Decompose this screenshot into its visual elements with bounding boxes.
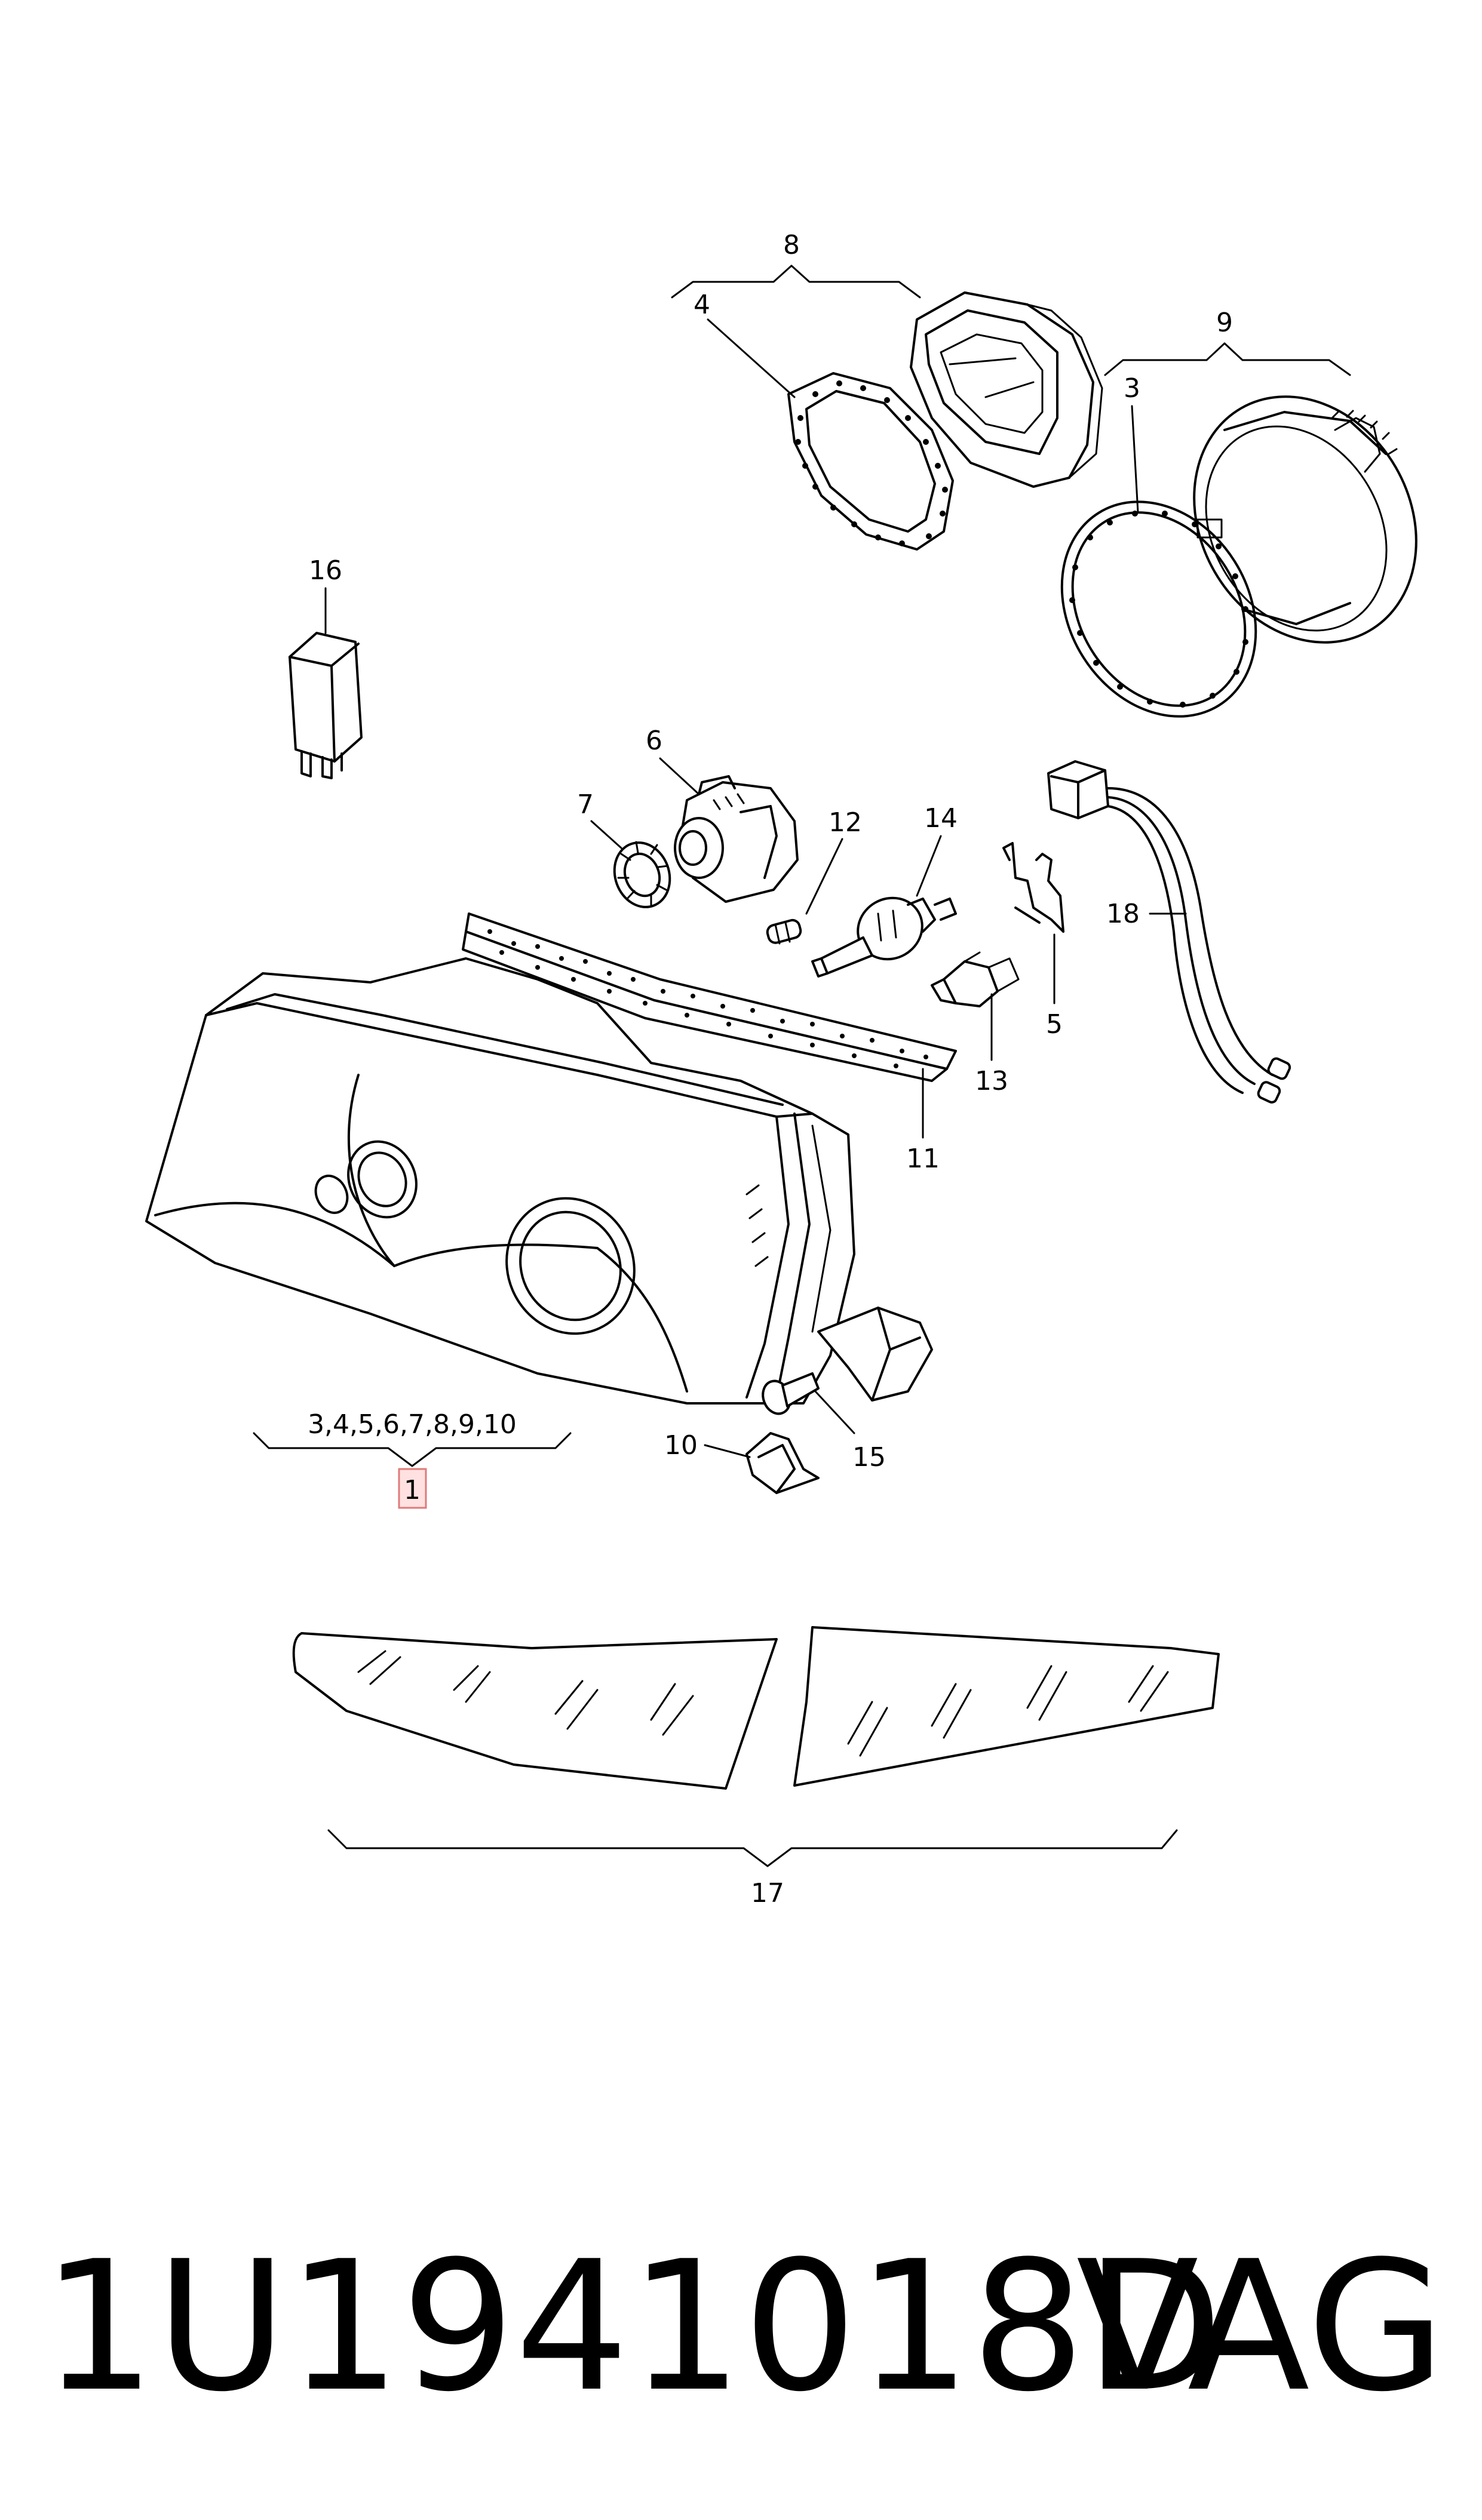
callout-14: 14 (924, 803, 958, 834)
part-8-housing (910, 291, 1103, 488)
callout-10: 10 (664, 1430, 698, 1461)
callout-17: 17 (751, 1878, 784, 1909)
callout-8: 8 (783, 230, 800, 260)
callout-3: 3 (1124, 373, 1140, 404)
part-4-gasket (787, 372, 954, 551)
callout-16: 16 (309, 555, 342, 586)
callout-1: 1 (404, 1475, 421, 1505)
part-13-side-bulb (931, 951, 1020, 1007)
footer-part-number: 1U1941018D (42, 2223, 1223, 2431)
leader-lines (253, 265, 1351, 1867)
part-14-main-bulb (811, 896, 957, 978)
part-5-wire-clip (1002, 842, 1064, 933)
part-9-round-unit (1193, 395, 1417, 644)
callout-1-highlight (398, 1468, 427, 1509)
callout-group-list: 3,4,5,6,7,8,9,10 (308, 1409, 517, 1440)
headlamp-assembly (145, 957, 933, 1405)
part-17-lens-covers (292, 1626, 1220, 1790)
callout-18: 18 (1106, 899, 1140, 929)
footer-brand: VAG (1076, 2223, 1446, 2431)
part-15-screw (762, 1372, 820, 1415)
callout-12: 12 (829, 807, 862, 838)
part-7-bayonet-ring (613, 841, 671, 908)
part-16-relay (289, 632, 363, 779)
part-18-wiring-harness (1047, 760, 1291, 1104)
callout-labels: 8 4 9 3 16 6 7 12 14 18 5 13 11 3,4,5,6,… (308, 230, 1233, 1909)
part-6-adjuster-motor (674, 775, 799, 903)
callout-9: 9 (1216, 308, 1233, 338)
callout-13: 13 (975, 1066, 1008, 1096)
callout-15: 15 (852, 1442, 886, 1473)
part-10-clip (745, 1432, 820, 1494)
callout-11: 11 (906, 1144, 940, 1174)
callout-6: 6 (646, 726, 662, 756)
callout-4: 4 (694, 290, 710, 320)
part-3-ring-gasket (1060, 500, 1257, 718)
callout-5: 5 (1046, 1009, 1063, 1040)
callout-7: 7 (577, 789, 594, 820)
part-11-seal-strip (462, 912, 957, 1082)
part-12-small-bulb (766, 918, 802, 945)
